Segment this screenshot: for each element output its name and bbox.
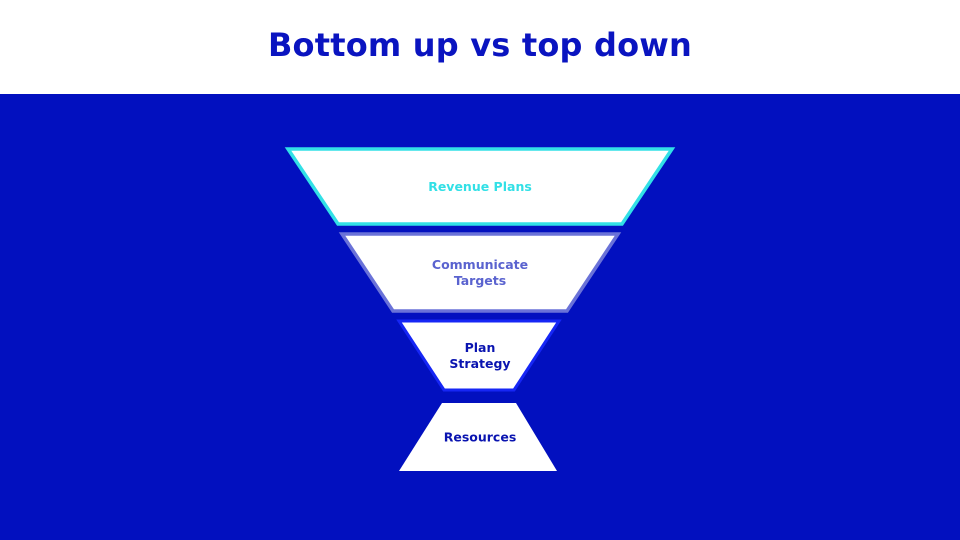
slide-title: Bottom up vs top down xyxy=(267,26,693,64)
funnel-stage-label-line: Targets xyxy=(454,273,506,288)
funnel-stage-label-line: Revenue Plans xyxy=(428,179,532,194)
funnel-stage-shape xyxy=(399,403,557,471)
funnel-stage-label-line: Plan xyxy=(465,340,496,355)
funnel-stage-4: Resources xyxy=(399,403,557,471)
funnel-stage-label-line: Strategy xyxy=(449,356,510,371)
funnel-stage-shape xyxy=(338,232,622,313)
header: Bottom up vs top down xyxy=(0,0,960,94)
funnel-stage-shape xyxy=(284,147,676,226)
funnel-stage-label: Resources xyxy=(444,430,517,445)
funnel-stage-label: Revenue Plans xyxy=(428,179,532,194)
funnel-stage-label-line: Resources xyxy=(444,430,517,445)
funnel-stage-shape xyxy=(396,319,562,392)
funnel-stage-label-line: Communicate xyxy=(432,257,528,272)
funnel-stage-1: Revenue Plans xyxy=(284,147,676,226)
